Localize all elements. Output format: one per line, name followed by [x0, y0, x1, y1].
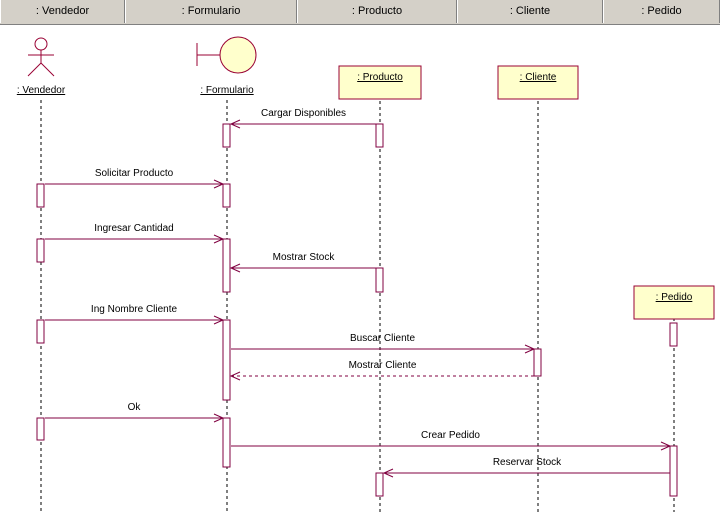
participant-label-pedido: : Pedido	[656, 292, 693, 303]
arrowhead-icon	[213, 413, 225, 423]
participant-label-cliente: : Cliente	[520, 72, 557, 83]
activation-bar	[533, 348, 542, 377]
message-label: Ingresar Cantidad	[94, 223, 174, 234]
arrowhead-icon	[213, 179, 225, 189]
column-header: : Vendedor : Formulario : Producto : Cli…	[0, 0, 720, 25]
activation-bar	[36, 238, 45, 263]
activation-bar	[375, 472, 384, 497]
arrowhead-icon	[524, 344, 536, 354]
arrowhead-icon	[229, 119, 241, 129]
participant-box-producto	[338, 65, 422, 100]
activation-bar	[222, 238, 231, 293]
activation-bar	[669, 445, 678, 497]
message-label: Mostrar Stock	[273, 252, 336, 263]
activation-bar	[222, 183, 231, 208]
actor-head-icon	[34, 37, 48, 51]
arrowhead-icon	[382, 468, 394, 478]
activation-bar	[375, 123, 384, 148]
participant-box-cliente	[497, 65, 579, 100]
arrowhead-icon	[213, 315, 225, 325]
activation-bar	[36, 183, 45, 208]
arrowhead-icon	[229, 263, 241, 273]
column-header-cliente[interactable]: : Cliente	[457, 0, 603, 23]
participant-label-producto: : Producto	[357, 72, 403, 83]
activation-bar	[222, 319, 231, 401]
activation-bar	[36, 417, 45, 441]
column-header-formulario[interactable]: : Formulario	[125, 0, 297, 23]
message-label: Crear Pedido	[421, 430, 480, 441]
message-label: Buscar Cliente	[350, 333, 415, 344]
activation-bar	[36, 319, 45, 344]
message-label: Ok	[128, 402, 142, 413]
participant-label-formulario: : Formulario	[200, 85, 254, 96]
activation-bar	[669, 322, 678, 347]
message-label: Reservar Stock	[493, 457, 562, 468]
column-header-producto[interactable]: : Producto	[297, 0, 457, 23]
activation-bar	[375, 267, 384, 293]
message-label: Cargar Disponibles	[261, 108, 346, 119]
boundary-circle-icon	[219, 36, 257, 74]
participant-box-pedido	[633, 285, 715, 320]
activation-bar	[222, 417, 231, 468]
activation-bar	[222, 123, 231, 148]
participant-label-vendedor: : Vendedor	[17, 85, 66, 96]
arrowhead-icon	[229, 371, 241, 381]
arrowhead-icon	[213, 234, 225, 244]
column-header-vendedor[interactable]: : Vendedor	[0, 0, 125, 23]
message-label: Solicitar Producto	[95, 168, 174, 179]
actor-leg-left-icon	[27, 62, 42, 77]
actor-leg-right-icon	[40, 62, 55, 77]
message-label: Ing Nombre Cliente	[91, 304, 178, 315]
message-label: Mostrar Cliente	[349, 360, 417, 371]
arrowhead-icon	[660, 441, 672, 451]
